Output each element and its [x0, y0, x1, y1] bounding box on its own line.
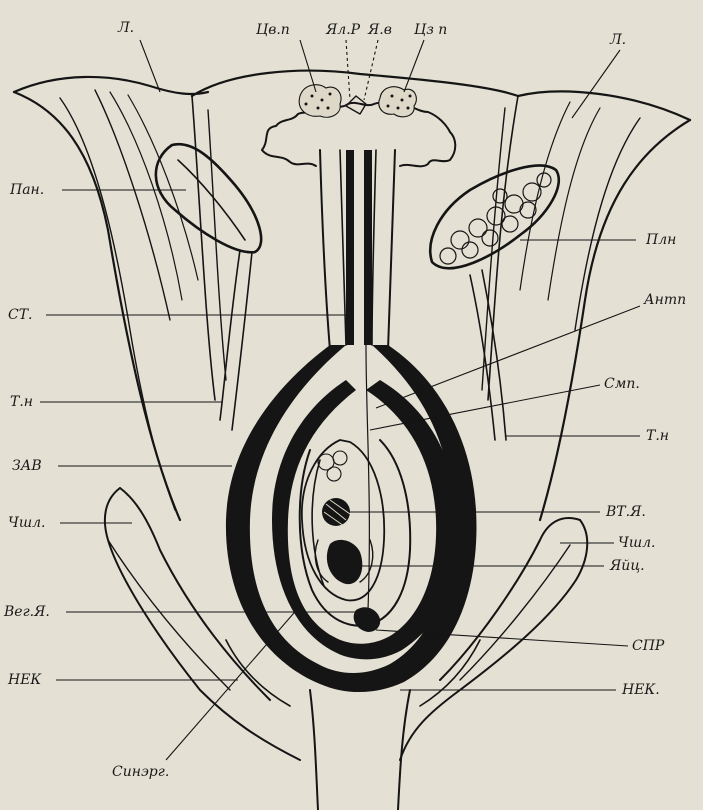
label-synergids-tip: СПР	[632, 638, 665, 654]
label-egg-cell: Яйц.	[609, 558, 645, 574]
label-anther-left: Пан.	[9, 182, 44, 198]
label-pollen-grain: Цз п	[414, 22, 447, 38]
label-sepal-right: Чшл.	[618, 535, 655, 551]
label-nectary-right: НЕК.	[621, 682, 660, 698]
label-antipodals: Антп	[643, 292, 686, 308]
label-filament-left: Т.н	[10, 394, 33, 410]
label-filament-right: Т.н	[646, 428, 669, 444]
label-generative-nucleus: Ял.Р	[325, 22, 361, 38]
label-petal-right: Л.	[609, 32, 626, 48]
label-petal-left: Л.	[117, 20, 134, 36]
anther-left	[156, 144, 261, 430]
label-ovary-wall: ЗАВ	[12, 458, 42, 474]
label-anther-right: Плн	[645, 232, 676, 248]
label-vegetative-nucleus-top: Я.в	[367, 22, 392, 38]
labels: Л. Л. Цв.п Ял.Р Я.в Цз п Пан. Плн СТ. Т.…	[3, 20, 686, 780]
label-sepal-left: Чшл.	[8, 515, 45, 531]
label-pollen-tube-nucleus-top: Цв.п	[256, 22, 290, 38]
label-synergids: Синэрг.	[112, 764, 169, 780]
pistil	[226, 150, 477, 810]
label-style: СТ.	[8, 307, 33, 323]
label-nectary-left: НЕК	[7, 672, 42, 688]
label-central-cell: Смп.	[604, 376, 640, 392]
label-secondary-nucleus: ВТ.Я.	[605, 504, 646, 520]
label-vegetative-nucleus: Вег.Я.	[3, 604, 50, 620]
